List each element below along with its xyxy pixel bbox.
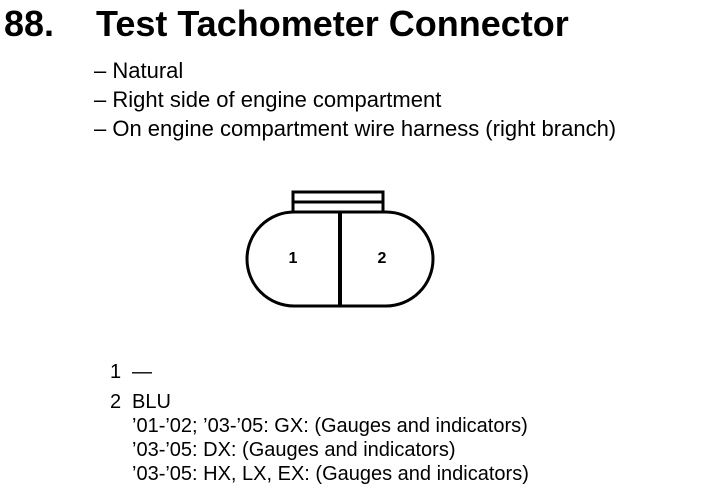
- heading-number: 88.: [4, 3, 55, 44]
- pin-wire: BLU: [132, 391, 171, 413]
- pin-detail: ’01-’02; ’03-’05: GX: (Gauges and indica…: [132, 415, 528, 437]
- pin-row-2: 2 BLU: [110, 390, 529, 414]
- pin-wire: —: [132, 361, 152, 383]
- info-location: – Right side of engine compartment: [94, 87, 442, 112]
- pin-1-label: 1: [289, 250, 298, 267]
- pin-number: 2: [110, 391, 122, 413]
- pin-2-label: 2: [378, 250, 387, 267]
- info-harness: – On engine compartment wire harness (ri…: [94, 116, 617, 141]
- page-heading: 88. Test Tachometer Connector: [4, 2, 569, 46]
- connector-info-list: – Natural – Right side of engine compart…: [94, 56, 616, 143]
- pin-detail: ’03-’05: HX, LX, EX: (Gauges and indicat…: [132, 463, 529, 485]
- info-color: – Natural: [94, 58, 184, 83]
- pin-detail: ’03-’05: DX: (Gauges and indicators): [132, 439, 456, 461]
- pin-number: 1: [110, 361, 122, 383]
- heading-title: Test Tachometer Connector: [96, 3, 569, 44]
- connector-diagram: 1 2: [245, 190, 435, 308]
- pin-row-1: 1—: [110, 360, 529, 384]
